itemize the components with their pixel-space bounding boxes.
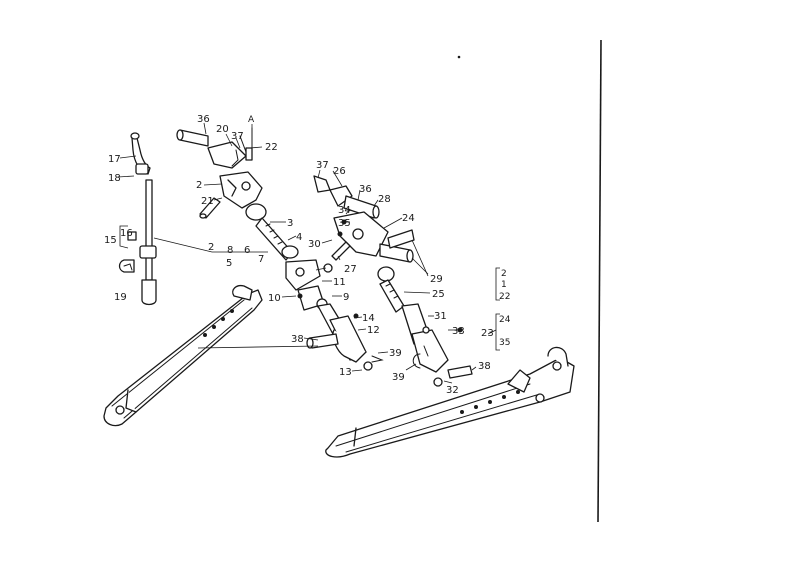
callout-leaders — [117, 122, 500, 384]
ref-2: 2 — [501, 269, 507, 279]
callout-18: 18 — [108, 173, 121, 184]
left-lower-link-arm — [103, 284, 263, 427]
callout-35: 35 — [338, 218, 351, 229]
right-lower-link-arm — [325, 346, 575, 458]
callout-25: 25 — [432, 289, 445, 300]
lift-rod-assembly — [118, 132, 157, 306]
callout-30: 30 — [308, 239, 321, 250]
upper-hinge-bracket — [176, 127, 263, 219]
callout-27: 27 — [344, 264, 357, 275]
callout-labels: 36 20 37 A 22 17 18 2 21 16 15 2 8 6 5 1… — [104, 114, 511, 396]
callout-21: 21 — [201, 196, 214, 207]
callout-8: 8 — [227, 245, 233, 256]
callout-12: 12 — [367, 325, 380, 336]
callout-20: 20 — [216, 124, 229, 135]
page-border-line — [597, 39, 602, 523]
callout-37: 37 — [231, 131, 244, 142]
callout-29: 29 — [430, 274, 443, 285]
callout-2-lower: 2 — [208, 242, 214, 253]
callout-38-right: 38 — [478, 361, 491, 372]
ref-23: 23 — [481, 328, 494, 339]
callout-28: 28 — [378, 194, 391, 205]
callout-39-left: 39 — [389, 348, 402, 359]
callout-11: 11 — [333, 277, 346, 288]
center-lower-clevis — [306, 313, 384, 371]
callout-13: 13 — [339, 367, 352, 378]
center-top-link — [245, 203, 347, 337]
callout-6: 6 — [244, 245, 250, 256]
callout-14: 14 — [362, 313, 375, 324]
callout-3: 3 — [287, 218, 293, 229]
callout-17: 17 — [108, 154, 121, 165]
callout-4: 4 — [296, 232, 302, 243]
speck — [457, 55, 461, 59]
ref-24: 24 — [499, 315, 511, 325]
callout-34: 34 — [338, 205, 351, 216]
callout-19: 19 — [114, 292, 127, 303]
callout-9: 9 — [343, 292, 349, 303]
right-upper-bracket — [313, 175, 415, 263]
callout-2-upper: 2 — [196, 180, 202, 191]
callout-22: 22 — [265, 142, 278, 153]
callout-31: 31 — [434, 311, 447, 322]
callout-32: 32 — [446, 385, 459, 396]
callout-24: 24 — [402, 213, 415, 224]
callout-15: 15 — [104, 235, 117, 246]
right-lift-link — [377, 266, 473, 387]
callout-26: 26 — [333, 166, 346, 177]
callout-16: 16 — [120, 228, 133, 239]
callout-A: A — [248, 115, 255, 125]
ref-35: 35 — [499, 338, 510, 348]
callout-10: 10 — [268, 293, 281, 304]
callout-38-left: 38 — [291, 334, 304, 345]
callout-5: 5 — [226, 258, 232, 269]
callout-33: 33 — [452, 326, 465, 337]
callout-36-right: 36 — [359, 184, 372, 195]
callout-36: 36 — [197, 114, 210, 125]
ref-22: 22 — [499, 292, 510, 302]
callout-7: 7 — [258, 254, 264, 265]
callout-39-right: 39 — [392, 372, 405, 383]
ref-1: 1 — [501, 280, 507, 290]
callout-37-right: 37 — [316, 160, 329, 171]
